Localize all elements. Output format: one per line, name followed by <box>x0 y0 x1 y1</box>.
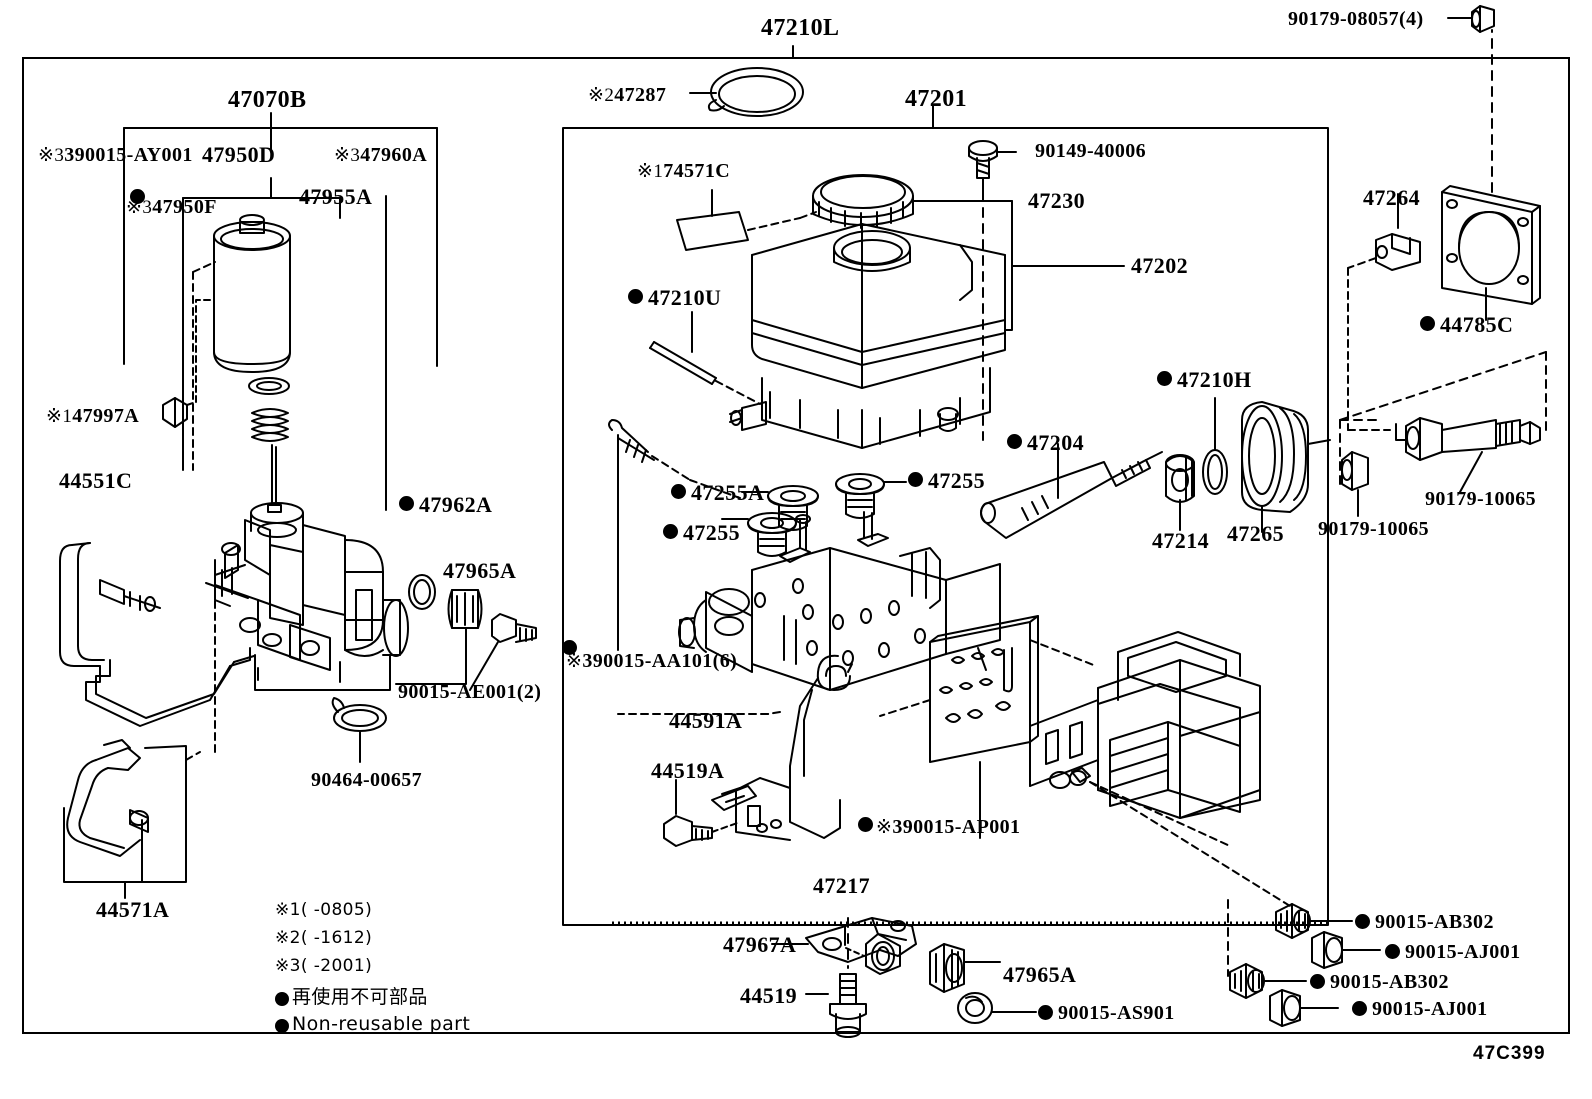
label-47264: 47264 <box>1363 185 1420 210</box>
legend-nonreusable-jp: 再使用不可部品 <box>275 982 428 1009</box>
nonreusable-dot-90015-AB302-a <box>1355 914 1370 929</box>
label-390015-AP001: ※390015-AP001 <box>876 816 1020 839</box>
label-47230: 47230 <box>1028 188 1085 213</box>
mark-ref-3c: ※3 <box>126 197 153 218</box>
mark-ref-ap001: ※ <box>876 817 893 838</box>
mark-ref-1b: ※1 <box>637 161 664 182</box>
label-90015-AJ001-b: 90015-AJ001 <box>1372 998 1488 1020</box>
outer-frame <box>22 57 1570 1034</box>
label-47070B: 47070B <box>228 87 307 113</box>
label-47950D: 47950D <box>202 142 276 167</box>
nonreusable-dot-90015-AB302-b <box>1310 974 1325 989</box>
nonreusable-dot-47210H <box>1157 371 1172 386</box>
legend-nonreusable-en: Non-reusable part <box>275 1013 470 1035</box>
label-47201: 47201 <box>905 86 967 112</box>
label-47210H: 47210H <box>1177 367 1252 392</box>
nonreusable-dot-90015-AJ001-b <box>1352 1001 1367 1016</box>
label-90149-40006: 90149-40006 <box>1035 140 1147 162</box>
diagram-code: 47C399 <box>1473 1043 1546 1064</box>
label-47255A: 47255A <box>691 480 765 505</box>
label-47210L: 47210L <box>761 15 840 41</box>
label-390015-AA101-text: 390015-AA101(6) <box>582 650 738 672</box>
label-47210U: 47210U <box>648 285 722 310</box>
label-390015-AA101: ※390015-AA101(6) <box>566 650 737 673</box>
legend-note-1: ※1( -0805) <box>275 900 373 920</box>
label-47960A-text: 47960A <box>360 144 428 166</box>
nonreusable-dot-47210U <box>628 289 643 304</box>
nonreusable-dot-44785C <box>1420 316 1435 331</box>
label-90179-08057: 90179-08057(4) <box>1288 8 1424 30</box>
nonreusable-dot-47255-mid <box>663 524 678 539</box>
nonreusable-dot-47950F <box>130 189 145 204</box>
label-47967A: 47967A <box>723 932 797 957</box>
label-390015-AY001-text: 390015-AY001 <box>64 144 193 166</box>
label-90464-00657: 90464-00657 <box>311 769 423 791</box>
label-44519: 44519 <box>740 983 797 1008</box>
nonreusable-dot-47255A <box>671 484 686 499</box>
label-47265: 47265 <box>1227 521 1284 546</box>
label-47997A-text: 47997A <box>72 405 140 427</box>
legend-note-3: ※3( -2001) <box>275 956 373 976</box>
label-47960A: ※347960A <box>334 144 427 167</box>
mark-ref-2a: ※2 <box>588 85 615 106</box>
label-47202: 47202 <box>1131 253 1188 278</box>
nonreusable-dot-390015-AA101 <box>562 640 577 655</box>
label-44571A: 44571A <box>96 897 170 922</box>
label-47287-text: 47287 <box>614 84 667 106</box>
label-47255-mid: 47255 <box>683 520 740 545</box>
label-90015-AS901: 90015-AS901 <box>1058 1002 1175 1024</box>
label-47204: 47204 <box>1027 430 1084 455</box>
legend-nonreusable-en-text: Non-reusable part <box>292 1013 471 1035</box>
nonreusable-dot-jp <box>275 991 289 1006</box>
label-390015-AY001: ※3390015-AY001 <box>38 144 193 167</box>
label-390015-AP001-text: 390015-AP001 <box>892 816 1021 838</box>
label-47997A: ※147997A <box>46 405 139 428</box>
label-47965A-left: 47965A <box>443 558 517 583</box>
mark-ref-1a: ※1 <box>46 406 73 427</box>
nonreusable-dot-47255-right <box>908 472 923 487</box>
label-47217: 47217 <box>813 873 870 898</box>
nonreusable-dot-90015-AJ001-a <box>1385 944 1400 959</box>
label-47965A-bottom: 47965A <box>1003 962 1077 987</box>
legend-note-2: ※2( -1612) <box>275 928 373 948</box>
nonreusable-dot-390015-AP001 <box>858 817 873 832</box>
nonreusable-dot-en <box>275 1018 289 1033</box>
label-47950F-text: 47950F <box>152 196 217 218</box>
mark-ref-aa101: ※ <box>566 651 583 672</box>
label-74571C: ※174571C <box>637 160 730 183</box>
label-90015-AB302-a: 90015-AB302 <box>1375 911 1494 933</box>
label-90179-10065-b: 90179-10065 <box>1318 518 1430 540</box>
label-74571C-text: 74571C <box>663 160 731 182</box>
nonreusable-dot-47962A <box>399 496 414 511</box>
label-90015-AJ001-a: 90015-AJ001 <box>1405 941 1521 963</box>
nonreusable-dot-47204 <box>1007 434 1022 449</box>
label-47962A: 47962A <box>419 492 493 517</box>
legend-nonreusable-jp-text: 再使用不可部品 <box>292 986 428 1008</box>
label-47287: ※247287 <box>588 84 666 107</box>
label-47255-right: 47255 <box>928 468 985 493</box>
label-90179-10065-a: 90179-10065 <box>1425 488 1537 510</box>
label-47214: 47214 <box>1152 528 1209 553</box>
label-44785C: 44785C <box>1440 312 1514 337</box>
label-44519A: 44519A <box>651 758 725 783</box>
label-44551C: 44551C <box>59 468 133 493</box>
label-47955A: 47955A <box>299 184 373 209</box>
mark-ref-3b: ※3 <box>334 145 361 166</box>
label-44591A: 44591A <box>669 708 743 733</box>
nonreusable-dot-90015-AS901 <box>1038 1005 1053 1020</box>
label-47950F: ※347950F <box>126 196 217 219</box>
mark-ref-3a: ※3 <box>38 145 65 166</box>
label-90015-AE001: 90015-AE001(2) <box>398 681 542 703</box>
label-90015-AB302-b: 90015-AB302 <box>1330 971 1449 993</box>
